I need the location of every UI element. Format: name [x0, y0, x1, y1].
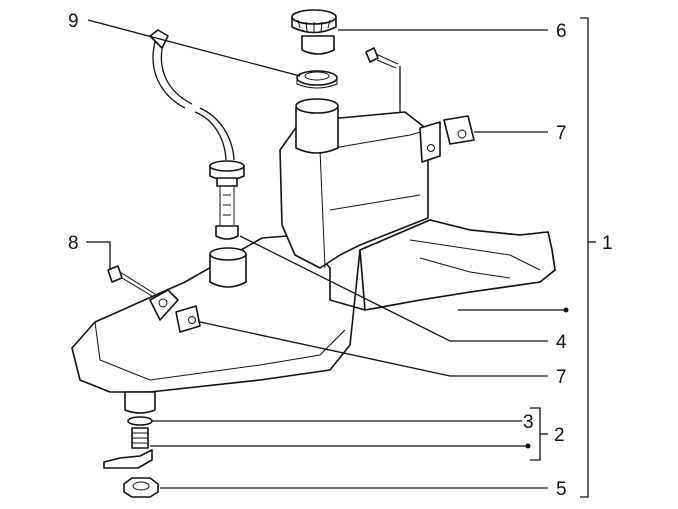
callout-9: 9 [68, 11, 79, 32]
oil-tank [71, 98, 556, 414]
callout-3: 3 [523, 412, 534, 433]
callout-6: 6 [556, 21, 567, 42]
leader-lines [86, 19, 566, 489]
leader-dot-2 [525, 443, 531, 449]
callout-2: 2 [554, 425, 565, 446]
callout-5: 5 [556, 479, 567, 500]
group-brackets [530, 17, 596, 498]
clip-7-top [443, 115, 475, 145]
hose-and-sensor [149, 29, 245, 240]
callout-7-top: 7 [556, 123, 567, 144]
callout-8: 8 [68, 233, 79, 254]
screw-top [365, 47, 399, 69]
leader-dot-1 [563, 307, 569, 313]
clip-7-lower [175, 305, 201, 333]
seal-ring [296, 70, 338, 89]
callout-4: 4 [556, 332, 567, 353]
callout-1: 1 [602, 233, 613, 254]
filler-cap [291, 9, 337, 55]
callout-7-bottom: 7 [556, 367, 567, 388]
drain-assembly [103, 416, 159, 498]
screw-8 [107, 265, 156, 297]
